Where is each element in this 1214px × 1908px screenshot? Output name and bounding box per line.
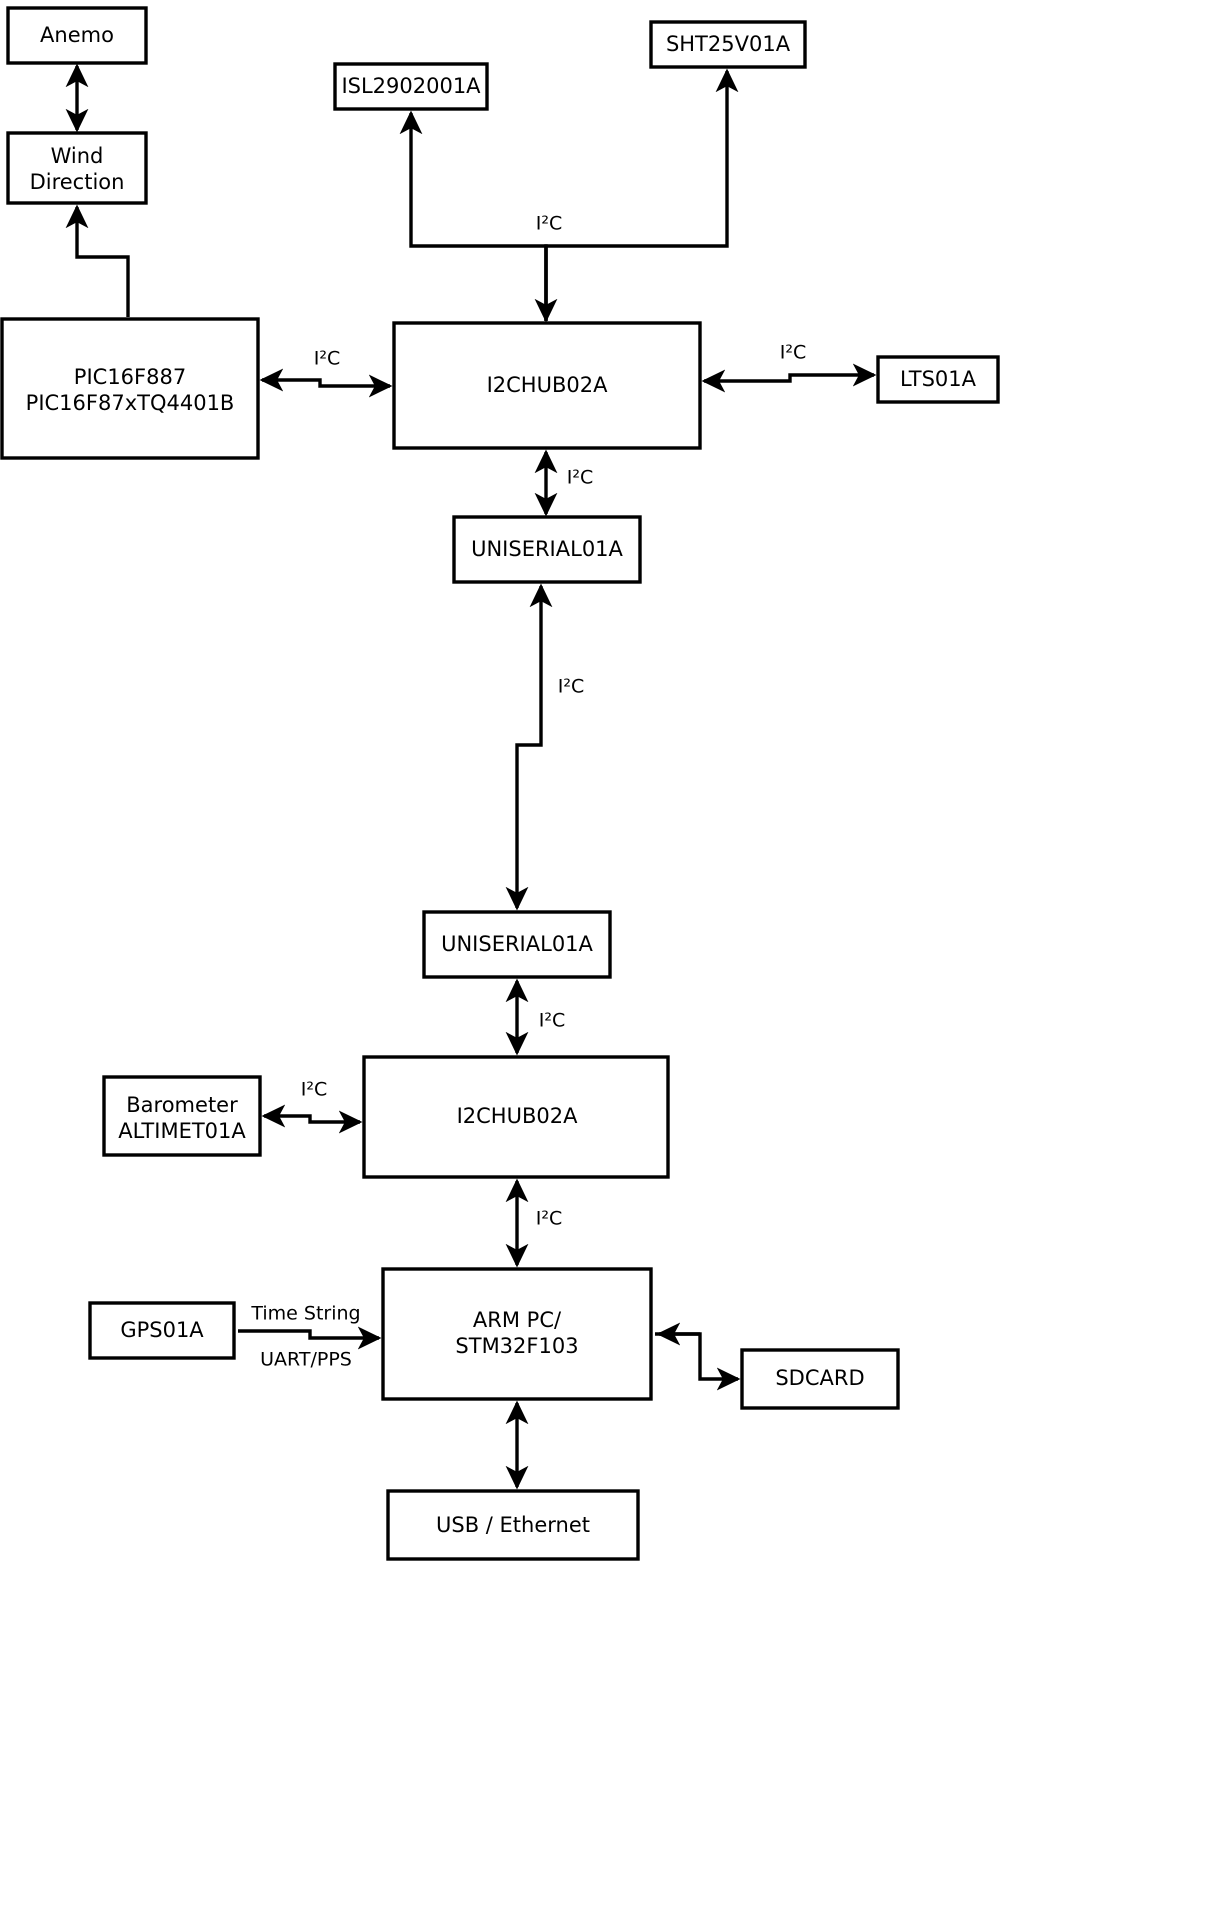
node-wind-direction-label: Wind: [51, 144, 104, 168]
node-arm-pc-label2: STM32F103: [455, 1334, 578, 1358]
edge-pic-winddir: [65, 204, 130, 317]
node-barometer-label: Barometer: [126, 1093, 238, 1117]
node-i2chub02a-top[interactable]: I2CHUB02A: [392, 321, 702, 450]
node-i2chub02a-bottom-label: I2CHUB02A: [457, 1104, 579, 1128]
node-pic16f887-label2: PIC16F87xTQ4401B: [26, 391, 235, 415]
edge-label-i2c-hubtop-sensors: I²C: [536, 213, 563, 235]
edge-hubtop-lts: [701, 363, 877, 393]
node-anemo[interactable]: Anemo: [6, 6, 148, 65]
node-arm-pc-label: ARM PC/: [473, 1308, 562, 1332]
node-usb-ethernet[interactable]: USB / Ethernet: [386, 1489, 640, 1561]
node-gps01a-label: GPS01A: [120, 1318, 204, 1342]
node-uniserial01a-bottom-label: UNISERIAL01A: [441, 932, 593, 956]
edge-label-uart-pps: UART/PPS: [260, 1349, 352, 1371]
edge-label-i2c-hubtop-unitop: I²C: [567, 467, 594, 489]
edge-barometer-hubbot: [261, 1104, 363, 1134]
node-isl2902001a-label: ISL2902001A: [341, 74, 481, 98]
node-sht25v01a[interactable]: SHT25V01A: [649, 20, 807, 69]
edge-label-i2c-pic-hubtop: I²C: [314, 348, 341, 370]
node-lts01a[interactable]: LTS01A: [876, 355, 1000, 404]
edge-hubtop-sht: [544, 68, 739, 321]
edge-label-i2c-hubbot-armpc: I²C: [536, 1208, 563, 1230]
node-uniserial01a-bottom[interactable]: UNISERIAL01A: [422, 910, 612, 979]
edge-gps-armpc: [238, 1326, 382, 1350]
edge-label-i2c-unibot-hubbot: I²C: [539, 1010, 566, 1032]
node-isl2902001a[interactable]: ISL2902001A: [333, 62, 489, 111]
node-barometer-altimet01a[interactable]: Barometer ALTIMET01A: [102, 1075, 262, 1157]
node-sdcard-label: SDCARD: [775, 1366, 864, 1390]
edge-hubtop-isl: [399, 110, 548, 321]
edge-armpc-sdcard: [655, 1332, 741, 1391]
node-sdcard[interactable]: SDCARD: [740, 1348, 900, 1410]
node-sht25v01a-label: SHT25V01A: [666, 32, 791, 56]
node-wind-direction[interactable]: Wind Direction: [6, 131, 148, 205]
node-wind-direction-label2: Direction: [30, 170, 125, 194]
node-pic16f887[interactable]: PIC16F887 PIC16F87xTQ4401B: [0, 317, 260, 460]
edge-label-i2c-hubtop-lts: I²C: [780, 342, 807, 364]
edge-label-i2c-barometer-hubbot: I²C: [301, 1079, 328, 1101]
node-arm-pc-stm32f103[interactable]: ARM PC/ STM32F103: [381, 1267, 653, 1401]
node-i2chub02a-top-label: I2CHUB02A: [487, 373, 609, 397]
node-anemo-label: Anemo: [40, 23, 114, 47]
edge-label-i2c-unitop-unibot: I²C: [558, 676, 585, 698]
node-i2chub02a-bottom[interactable]: I2CHUB02A: [362, 1055, 670, 1179]
node-lts01a-label: LTS01A: [900, 367, 977, 391]
node-pic16f887-label: PIC16F887: [74, 365, 186, 389]
edge-pic-hubtop: [259, 368, 393, 398]
node-uniserial01a-top-label: UNISERIAL01A: [471, 537, 623, 561]
node-uniserial01a-top[interactable]: UNISERIAL01A: [452, 515, 642, 584]
edge-unitop-unibot: [505, 583, 553, 911]
edge-label-time-string: Time String: [250, 1303, 360, 1325]
node-barometer-label2: ALTIMET01A: [118, 1119, 246, 1143]
node-gps01a[interactable]: GPS01A: [88, 1301, 236, 1360]
node-usb-ethernet-label: USB / Ethernet: [436, 1513, 590, 1537]
